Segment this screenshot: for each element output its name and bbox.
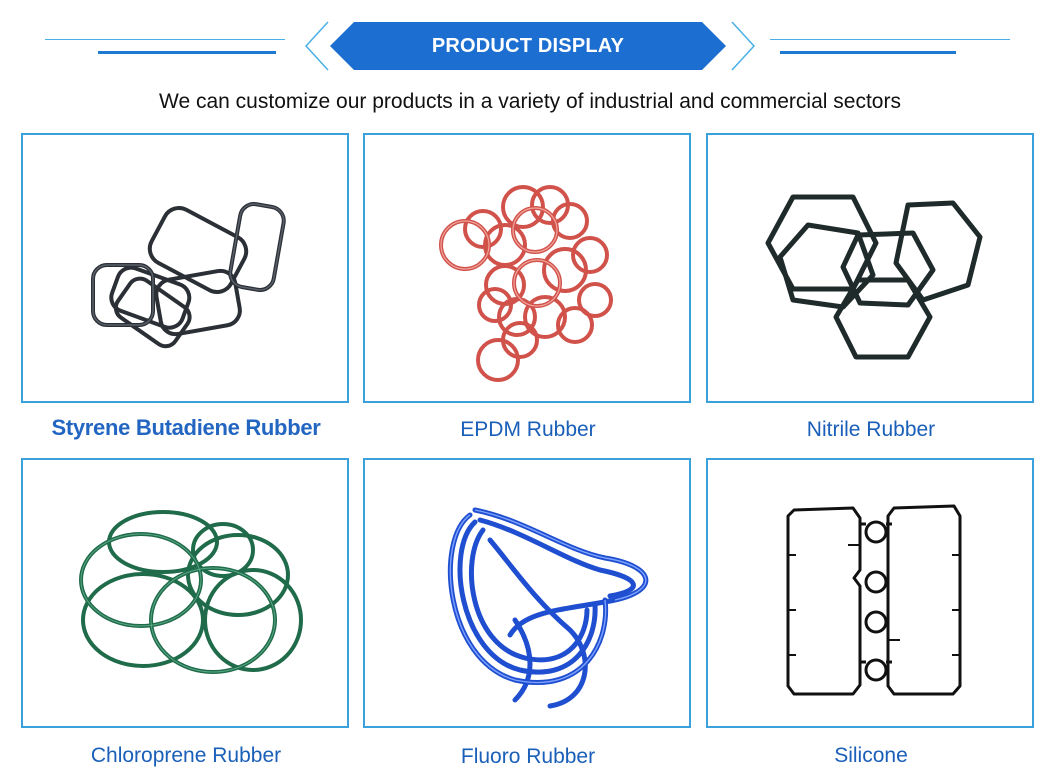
header-right-line xyxy=(770,39,1010,40)
product-caption-silicone: Silicone xyxy=(834,744,908,767)
green-o-rings-image xyxy=(79,510,303,674)
blue-cord-loops-image xyxy=(447,507,649,709)
product-card-sbr xyxy=(21,133,349,403)
product-caption-epdm: EPDM Rubber xyxy=(460,418,596,441)
product-caption-sbr: Styrene Butadiene Rubber xyxy=(51,415,321,440)
red-o-rings-image xyxy=(439,185,613,382)
product-card-fluoro xyxy=(363,458,691,728)
banner-outline xyxy=(304,21,756,71)
header-left-line xyxy=(45,39,285,40)
header-right-bar xyxy=(780,51,956,54)
product-card-nitrile xyxy=(706,133,1034,403)
product-caption-fluoro: Fluoro Rubber xyxy=(460,745,596,768)
product-caption-nitrile: Nitrile Rubber xyxy=(806,418,936,441)
page-subtitle: We can customize our products in a varie… xyxy=(159,90,901,113)
product-card-chloroprene xyxy=(21,458,349,728)
black-rounded-rectangle-gaskets-image xyxy=(91,202,286,349)
black-hexagonal-gaskets-image xyxy=(765,194,983,360)
product-card-silicone xyxy=(706,458,1034,728)
page-title: PRODUCT DISPLAY xyxy=(431,35,625,57)
title-banner xyxy=(330,22,726,70)
black-plate-gaskets-image xyxy=(786,504,962,696)
section-header: PRODUCT DISPLAY xyxy=(0,0,1060,80)
product-card-epdm xyxy=(363,133,691,403)
product-caption-chloroprene: Chloroprene Rubber xyxy=(90,744,282,767)
header-left-bar xyxy=(98,51,276,54)
